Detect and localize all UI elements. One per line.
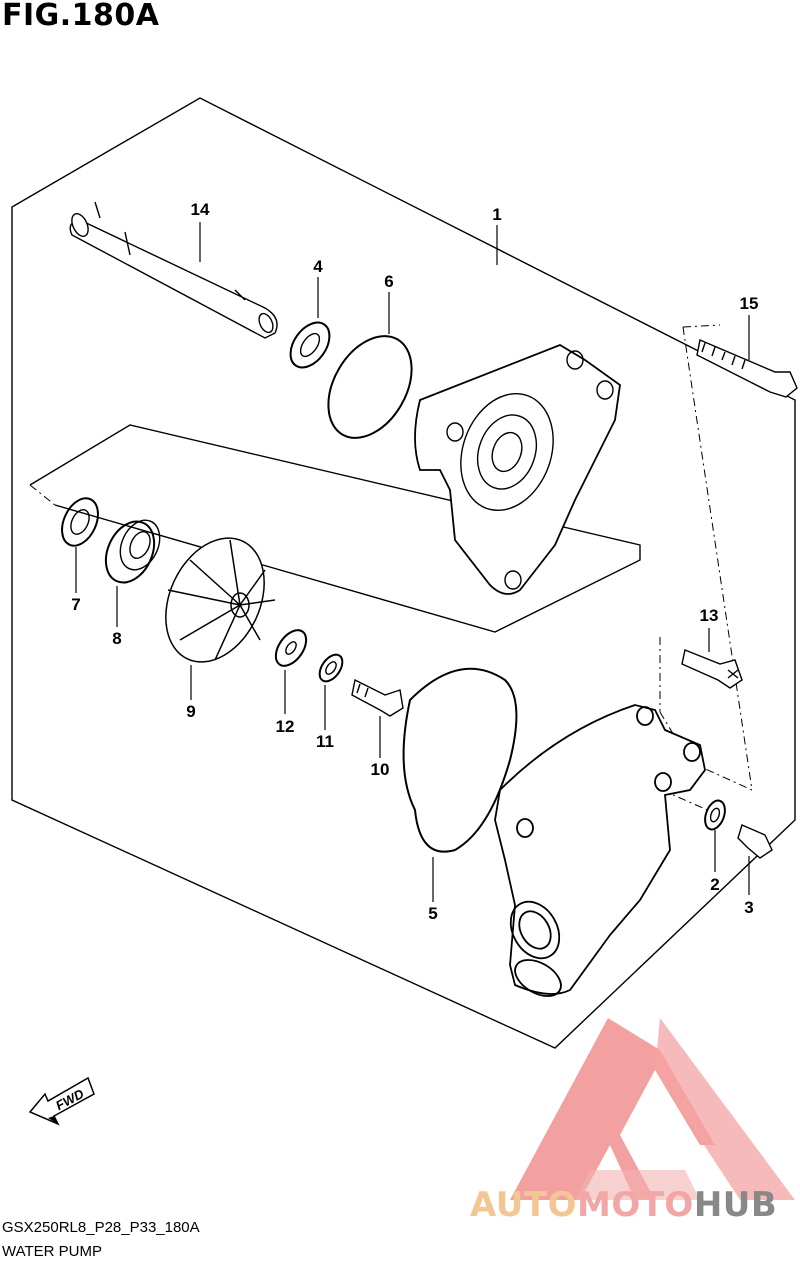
automotohub-logo (510, 1018, 795, 1200)
assembly-boundary (11, 97, 796, 1049)
shaft-part-14 (69, 201, 278, 339)
bolt-part-15 (696, 339, 798, 398)
callout-7: 7 (71, 595, 80, 614)
callout-9: 9 (186, 702, 195, 721)
mechanical-seal-part-8 (104, 519, 161, 584)
screw-part-13 (681, 649, 743, 689)
bolt-part-10 (351, 678, 404, 717)
figure-title: FIG.180A (2, 0, 160, 33)
callout-8: 8 (112, 629, 121, 648)
pump-body-housing (494, 704, 706, 997)
callout-6: 6 (384, 272, 393, 291)
callout-13: 13 (700, 606, 719, 625)
diagram-name: WATER PUMP (2, 1243, 102, 1260)
callout-3: 3 (744, 898, 753, 917)
washer-part-2 (704, 799, 726, 831)
callout-14: 14 (191, 200, 210, 219)
callout-10: 10 (371, 760, 390, 779)
washer-part-12 (274, 629, 308, 667)
gasket-part-5 (402, 667, 518, 853)
callout-2: 2 (710, 875, 719, 894)
callout-15: 15 (740, 294, 759, 313)
callout-5: 5 (428, 904, 437, 923)
subassembly-boundary (29, 424, 641, 633)
o-ring-part-6 (327, 335, 413, 439)
oil-seal-part-7 (61, 497, 99, 547)
callout-1: 1 (492, 205, 501, 224)
bolt-part-3 (737, 824, 773, 859)
callout-4: 4 (313, 257, 323, 276)
forward-direction-arrow: FWD (28, 1076, 95, 1126)
diagram-code: GSX250RL8_P28_P33_180A (2, 1219, 200, 1236)
callout-11: 11 (316, 732, 334, 751)
automotohub-wordmark: AUTOMOTOHUB (470, 1185, 778, 1225)
washer-part-4 (289, 321, 331, 369)
washer-part-11 (318, 653, 344, 683)
impeller-part-9 (165, 537, 276, 663)
pump-cover-part-1 (414, 344, 621, 595)
callout-12: 12 (276, 717, 295, 736)
